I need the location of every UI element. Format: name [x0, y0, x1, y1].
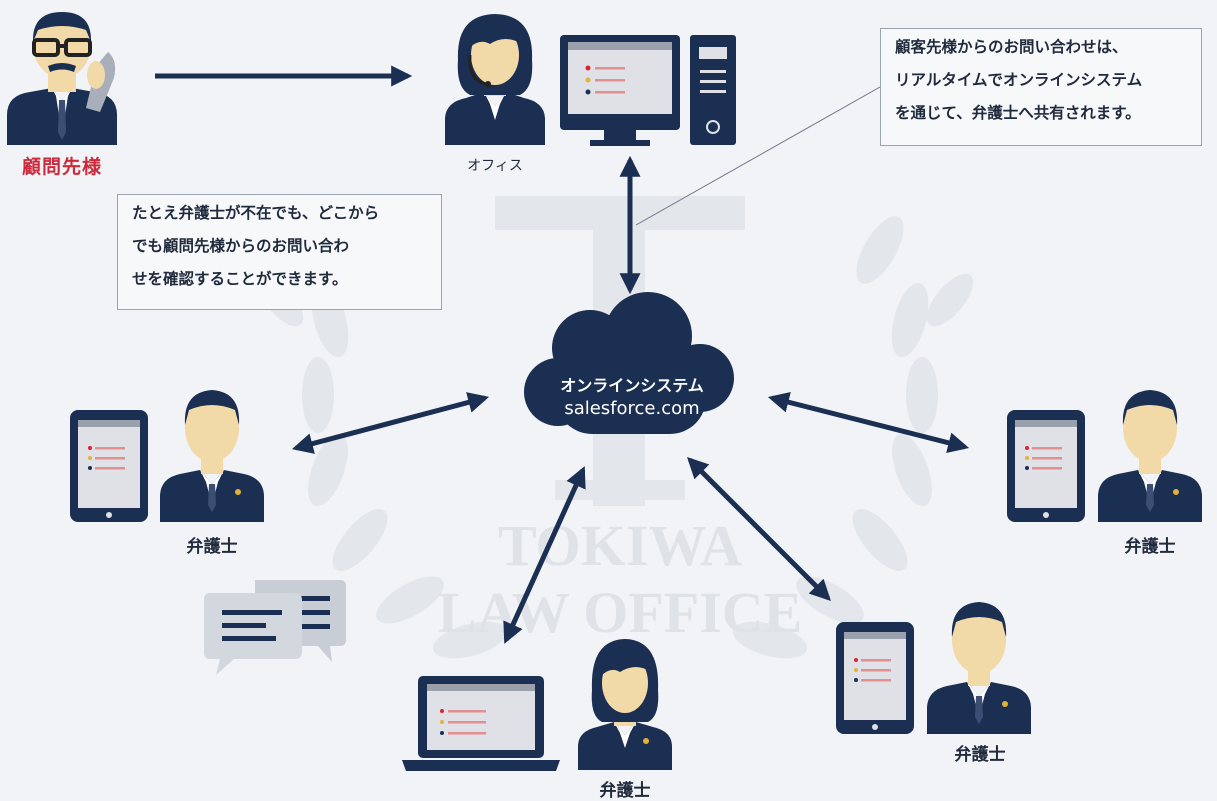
tablet-icon: [836, 622, 914, 734]
lawyer-icon: [927, 602, 1031, 734]
svg-text:TOKIWA: TOKIWA: [498, 513, 742, 578]
lawyer-label-right: 弁護士: [1124, 537, 1176, 557]
phone-person-icon: [7, 12, 117, 145]
callout-pointer: [635, 86, 881, 226]
arrow-cloud-lawyer-bottom-right: [687, 457, 831, 601]
tablet-icon: [70, 410, 148, 522]
callout-office-line: 顧客先様からのお問い合わせは、: [895, 38, 1128, 56]
callout-lawyer: たとえ弁護士が不在でも、どこから でも顧問先様からのお問い合わ せを確認すること…: [117, 194, 442, 310]
cloud-icon: [524, 292, 734, 434]
arrow-cloud-lawyer-left: [291, 392, 490, 454]
arrow-cloud-lawyer-right: [767, 391, 970, 454]
cloud-subtitle: salesforce.com: [564, 398, 700, 419]
client-label: 顧問先様: [21, 156, 103, 178]
lawyer-icon: [1098, 390, 1202, 522]
callout-office: 顧客先様からのお問い合わせは、 リアルタイムでオンラインシステム を通じて、弁護…: [880, 28, 1202, 146]
chat-bubbles-icon: [204, 580, 346, 675]
lawyer-label-bottom: 弁護士: [599, 781, 651, 801]
callout-lawyer-line: たとえ弁護士が不在でも、どこから: [132, 204, 380, 222]
headset-person-icon: [445, 14, 545, 145]
svg-text:LAW OFFICE: LAW OFFICE: [438, 580, 803, 645]
watermark-text: TOKIWA LAW OFFICE: [438, 513, 803, 645]
lawyer-icon: [160, 390, 264, 522]
lawyer-label-bottom-right: 弁護士: [954, 745, 1006, 765]
lawyer-icon: [578, 639, 672, 770]
callout-lawyer-line: でも顧問先様からのお問い合わ: [132, 237, 350, 255]
callout-lawyer-line: せを確認することができます。: [132, 270, 348, 288]
desktop-computer-icon: [560, 35, 736, 146]
callout-office-line: リアルタイムでオンラインシステム: [895, 71, 1143, 89]
office-label: オフィス: [467, 158, 523, 174]
callout-office-line: を通じて、弁護士へ共有されます。: [895, 104, 1141, 122]
laptop-icon: [402, 676, 560, 771]
cloud-title: オンラインシステム: [560, 376, 704, 395]
tablet-icon: [1007, 410, 1085, 522]
lawyer-label-left: 弁護士: [186, 537, 238, 557]
arrow-cloud-lawyer-bottom: [503, 466, 586, 644]
